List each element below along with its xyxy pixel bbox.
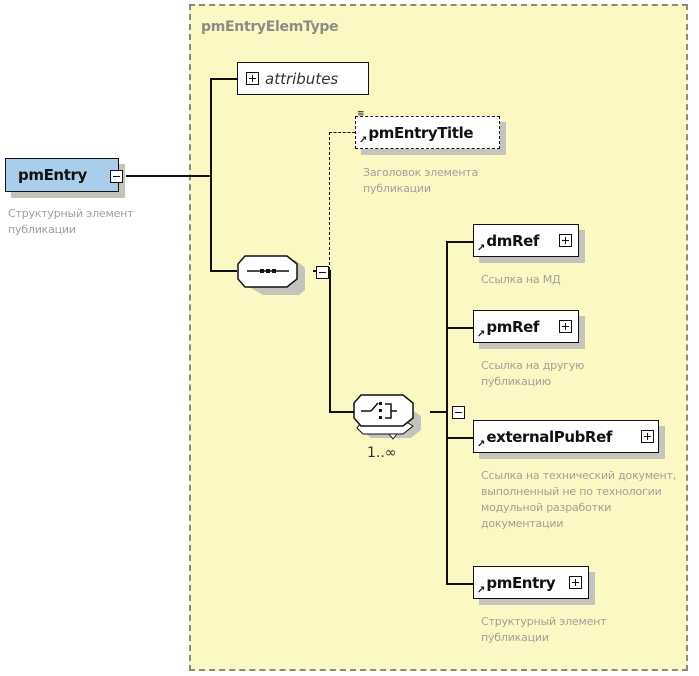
root-element-name: pmEntry bbox=[18, 166, 87, 184]
complex-type-name: pmEntryElemType bbox=[201, 19, 339, 35]
expand-toggle[interactable] bbox=[569, 576, 582, 589]
sequence-compositor[interactable] bbox=[237, 255, 317, 295]
expand-toggle[interactable] bbox=[559, 234, 572, 247]
element-name: pmEntryTitle bbox=[368, 123, 474, 142]
reference-arrow-icon: ↗ bbox=[477, 329, 486, 340]
attributes-group[interactable]: attributes bbox=[237, 62, 369, 95]
connector-attributes bbox=[210, 78, 237, 80]
connector-dmref bbox=[446, 241, 473, 243]
sequence-collapse-toggle[interactable] bbox=[316, 266, 330, 279]
connector-choice bbox=[329, 411, 354, 413]
sequence-dot-icon bbox=[266, 269, 270, 273]
sequence-dot-icon bbox=[260, 269, 264, 273]
connector-externalpubref bbox=[446, 437, 473, 439]
choice-multiplicity: 1..∞ bbox=[367, 445, 397, 461]
element-dmRef[interactable]: ↗ dmRef bbox=[473, 224, 579, 257]
choice-compositor[interactable] bbox=[353, 394, 433, 444]
choice-dot-icon bbox=[379, 402, 382, 405]
choice-dot-icon bbox=[379, 416, 382, 419]
reference-arrow-icon: ↗ bbox=[359, 135, 368, 146]
connector-sequence bbox=[210, 270, 237, 272]
element-description: Ссылка на другую публикацию bbox=[481, 359, 585, 388]
sequence-dot-icon bbox=[272, 269, 276, 273]
connector-pmref bbox=[446, 327, 473, 329]
expand-toggle[interactable] bbox=[641, 430, 654, 443]
root-element-description: Структурный элемент публикации bbox=[8, 207, 134, 236]
connector-root bbox=[126, 175, 211, 177]
element-name: externalPubRef bbox=[486, 427, 612, 446]
choice-dot-icon bbox=[379, 409, 382, 412]
element-description: Ссылка на технический документ, выполнен… bbox=[481, 469, 676, 530]
connector-seq-trunk-solid bbox=[329, 270, 331, 412]
connector-title-dashed bbox=[329, 132, 355, 133]
connector-trunk bbox=[210, 78, 212, 270]
choice-multiplicity-arrow bbox=[387, 433, 399, 440]
element-name: dmRef bbox=[486, 231, 540, 250]
connector-seq-trunk-dashed bbox=[329, 132, 330, 270]
connector-pmentry-child bbox=[446, 583, 473, 585]
attributes-label: attributes bbox=[265, 69, 339, 88]
root-collapse-toggle[interactable] bbox=[110, 170, 123, 183]
attributes-expand-toggle[interactable] bbox=[246, 72, 259, 85]
reference-arrow-icon: ↗ bbox=[477, 439, 486, 450]
element-pmRef[interactable]: ↗ pmRef bbox=[473, 310, 579, 343]
element-name: pmRef bbox=[486, 317, 540, 336]
reference-arrow-icon: ↗ bbox=[477, 243, 486, 254]
element-description: Структурный элемент публикации bbox=[481, 615, 607, 644]
choice-shape bbox=[353, 394, 414, 427]
choice-collapse-toggle[interactable] bbox=[452, 406, 466, 419]
element-name: pmEntry bbox=[486, 573, 556, 592]
root-element[interactable]: pmEntry bbox=[5, 158, 119, 192]
element-pmEntry-child[interactable]: ↗ pmEntry bbox=[473, 566, 589, 599]
expand-toggle[interactable] bbox=[559, 320, 572, 333]
element-pmEntryTitle[interactable]: ↗ pmEntryTitle bbox=[355, 116, 500, 149]
choice-switch-icon bbox=[370, 402, 379, 412]
complex-type-container bbox=[189, 4, 688, 671]
element-description: Ссылка на МД bbox=[481, 273, 561, 286]
element-description: Заголовок элемента публикации bbox=[363, 166, 479, 195]
element-externalPubRef[interactable]: ↗ externalPubRef bbox=[473, 420, 659, 453]
connector-choice-out bbox=[430, 411, 447, 413]
reference-arrow-icon: ↗ bbox=[477, 585, 486, 596]
connector-choice-trunk bbox=[446, 241, 448, 583]
documentation-icon: ≡ bbox=[357, 109, 365, 119]
